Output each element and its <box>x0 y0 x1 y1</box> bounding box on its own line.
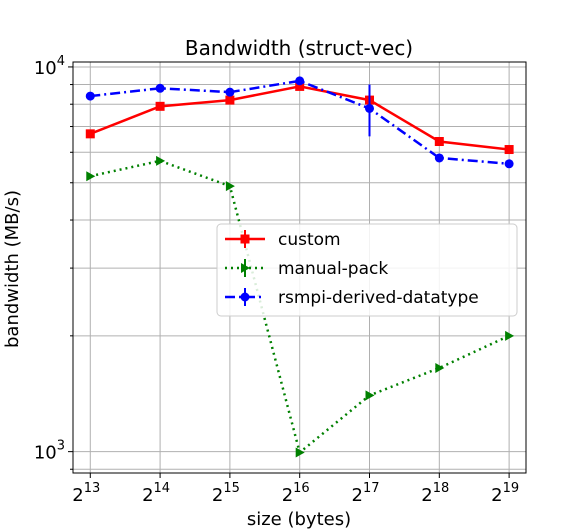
x-tick-label: 217 <box>352 481 380 506</box>
y-tick-label: 103 <box>34 439 65 464</box>
x-axis-label: size (bytes) <box>247 509 351 530</box>
x-tick-label: 215 <box>212 481 240 506</box>
data-point-marker <box>295 447 305 458</box>
legend-label: rsmpi-derived-datatype <box>278 288 479 308</box>
tick-layer: 213 214 215 216 217 218 219 103 104 <box>34 54 519 506</box>
series-1 <box>86 155 515 458</box>
data-point-marker <box>434 137 444 147</box>
legend-label: manual-pack <box>278 259 388 279</box>
x-tick-label: 216 <box>282 481 310 506</box>
y-tick-label: 104 <box>34 54 65 79</box>
y-axis-label: bandwidth (MB/s) <box>2 190 23 348</box>
chart-title: Bandwidth (struct-vec) <box>185 36 413 60</box>
data-point-marker <box>365 390 375 401</box>
legend-item: manual-pack <box>225 259 388 279</box>
data-point-marker <box>225 181 235 192</box>
data-point-marker <box>365 103 375 113</box>
x-tick-label: 219 <box>491 481 519 506</box>
data-point-marker <box>225 87 235 97</box>
data-point-marker <box>240 234 250 244</box>
legend-box <box>216 223 518 317</box>
x-tick-label: 214 <box>142 481 170 506</box>
data-point-marker <box>85 129 95 139</box>
data-point-marker <box>155 101 165 111</box>
x-tick-label: 218 <box>421 481 449 506</box>
data-point-marker <box>86 171 96 182</box>
data-point-marker <box>85 91 95 101</box>
data-point-marker <box>241 263 250 273</box>
data-point-marker <box>504 159 514 169</box>
data-point-marker <box>504 145 514 155</box>
legend: custom manual-pack rsmpi-derived-datatype <box>216 223 518 317</box>
series-2 <box>85 76 514 169</box>
data-point-marker <box>434 153 444 163</box>
data-point-marker <box>435 362 445 373</box>
data-point-marker <box>295 76 305 86</box>
data-point-marker <box>240 292 250 302</box>
data-point-marker <box>225 95 235 105</box>
legend-item: custom <box>225 230 341 250</box>
legend-label: custom <box>278 230 341 250</box>
data-point-marker <box>295 81 305 91</box>
data-point-marker <box>155 83 165 93</box>
data-point-marker <box>505 330 515 341</box>
data-point-marker <box>156 155 166 166</box>
series-layer <box>85 76 515 458</box>
x-tick-label: 213 <box>72 481 100 506</box>
legend-item: rsmpi-derived-datatype <box>225 288 479 308</box>
